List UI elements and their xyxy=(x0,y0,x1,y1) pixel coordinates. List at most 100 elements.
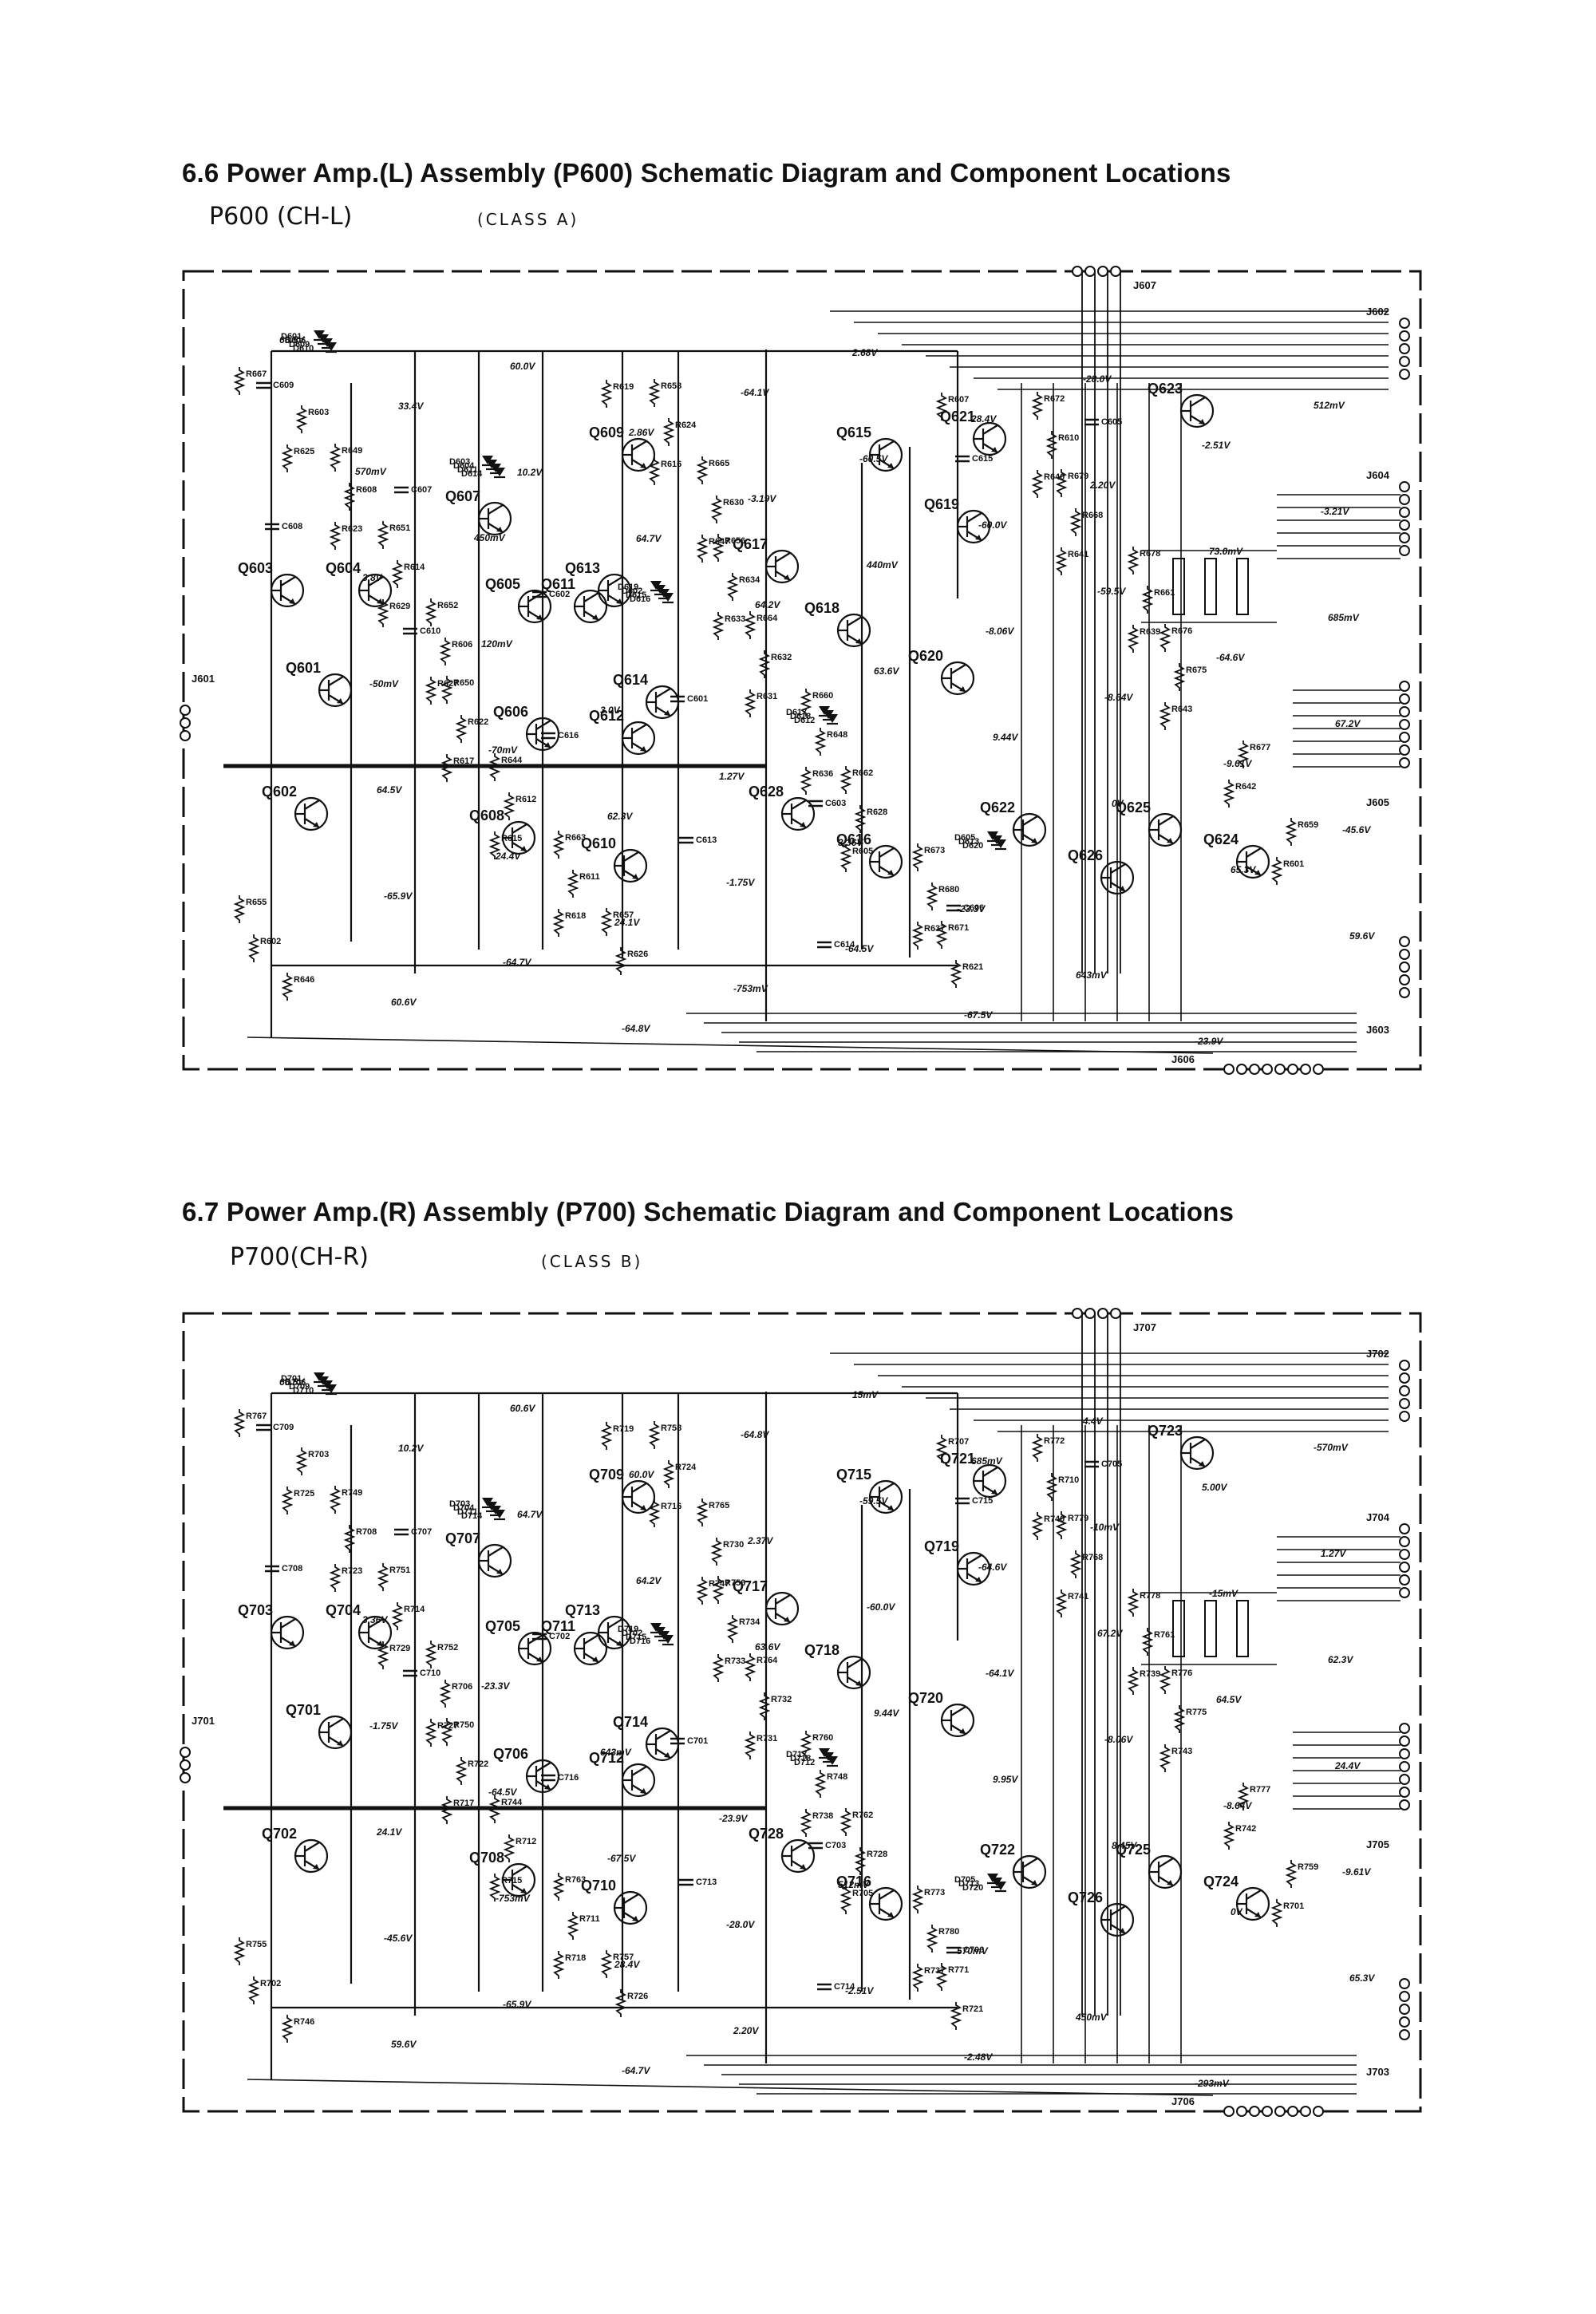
transistor-label: Q724 xyxy=(1203,1874,1238,1890)
resistor-label: R612 xyxy=(516,795,536,804)
capacitor-label: C613 xyxy=(696,835,717,845)
transistor-symbol xyxy=(1012,1854,1047,1890)
connector-pin xyxy=(1287,2106,1298,2117)
capacitor-label: C609 xyxy=(273,381,294,390)
transistor-symbol xyxy=(597,573,632,608)
voltage-annotation: 67.2V xyxy=(1335,718,1361,729)
transistor-symbol xyxy=(1179,1435,1215,1471)
resistor-label: R618 xyxy=(565,911,586,921)
voltage-annotation: 15mV xyxy=(852,1389,879,1400)
resistor-label: R707 xyxy=(948,1437,969,1447)
connector-pin xyxy=(1399,949,1410,960)
resistor-label: R651 xyxy=(389,523,410,533)
resistor-symbol xyxy=(726,573,739,601)
voltage-annotation: -64.8V xyxy=(622,1023,650,1034)
connector-pin xyxy=(1399,1587,1410,1598)
transistor-label: Q619 xyxy=(924,496,959,512)
transistor-symbol xyxy=(501,1862,536,1897)
capacitor-label: C616 xyxy=(558,731,579,740)
resistor-symbol xyxy=(758,1692,771,1720)
resistor-label: R778 xyxy=(1140,1591,1160,1601)
transistor-label: Q626 xyxy=(1068,847,1103,863)
resistor-label: R765 xyxy=(709,1501,729,1510)
resistor-label: R767 xyxy=(246,1412,267,1421)
transistor-symbol xyxy=(270,1615,305,1650)
voltage-annotation: 9.95V xyxy=(993,1774,1018,1785)
connector-pin xyxy=(1399,757,1410,768)
transistor-symbol xyxy=(613,1890,648,1925)
diode-label: D603 xyxy=(449,457,470,467)
resistor-symbol xyxy=(1159,1744,1171,1772)
resistor-label: R668 xyxy=(1082,511,1103,520)
voltage-annotation: 24.4V xyxy=(495,851,521,862)
transistor-symbol xyxy=(517,1631,552,1666)
resistor-label: R764 xyxy=(757,1656,778,1665)
resistor-label: R601 xyxy=(1283,859,1304,869)
transistor-label: Q722 xyxy=(980,1842,1015,1858)
voltage-annotation: -64.8V xyxy=(741,1429,769,1440)
voltage-annotation: 62.3V xyxy=(1328,1654,1353,1665)
resistor-symbol xyxy=(329,444,342,472)
transistor-label: Q723 xyxy=(1148,1423,1183,1439)
connector-pin xyxy=(1287,1064,1298,1075)
voltage-annotation: -2.51V xyxy=(845,1985,874,1996)
capacitor-label: C602 xyxy=(549,590,570,599)
transistor-symbol xyxy=(477,1543,512,1578)
resistor-label: R667 xyxy=(246,369,267,379)
transistor-symbol xyxy=(1235,1886,1270,1921)
power-resistor xyxy=(1204,1600,1217,1657)
resistor-label: R649 xyxy=(342,446,362,456)
resistor-symbol xyxy=(1055,547,1068,575)
transistor-label: Q614 xyxy=(613,672,648,688)
connector-pin xyxy=(1084,266,1096,277)
connector-pin xyxy=(1399,507,1410,518)
resistor-symbol xyxy=(343,483,356,511)
connector-pin xyxy=(1399,1991,1410,2002)
capacitor-label: C603 xyxy=(825,799,846,808)
resistor-label: R650 xyxy=(453,678,474,688)
connector-pin xyxy=(1236,2106,1247,2117)
transistor-symbol xyxy=(294,796,329,831)
voltage-annotation: 10.2V xyxy=(517,467,543,478)
voltage-annotation: -23.3V xyxy=(957,903,986,914)
transistor-symbol xyxy=(1100,860,1135,895)
voltage-annotation: 512mV xyxy=(838,1879,870,1890)
resistor-label: R722 xyxy=(468,1759,488,1769)
resistor-symbol xyxy=(911,1886,924,1913)
voltage-annotation: 60.0V xyxy=(510,361,535,372)
resistor-label: R607 xyxy=(948,395,969,405)
diode-label: D716 xyxy=(630,1637,650,1646)
resistor-symbol xyxy=(926,1925,938,1953)
resistor-symbol xyxy=(1031,1434,1044,1462)
resistor-symbol xyxy=(1223,780,1235,808)
resistor-symbol xyxy=(800,689,812,717)
connector-pin xyxy=(1399,974,1410,985)
diode-symbol xyxy=(827,714,838,723)
connector-pin xyxy=(1399,1748,1410,1759)
resistor-symbol xyxy=(343,1525,356,1553)
resistor-symbol xyxy=(710,1538,723,1566)
connector-pin xyxy=(180,730,191,741)
transistor-symbol xyxy=(1235,844,1270,879)
resistor-label: R634 xyxy=(739,575,760,585)
transistor-label: Q705 xyxy=(485,1618,520,1634)
resistor-symbol xyxy=(552,1951,565,1979)
transistor-label: Q620 xyxy=(908,648,943,664)
resistor-label: R750 xyxy=(453,1720,474,1730)
resistor-label: R603 xyxy=(308,408,329,417)
connector-pin xyxy=(1399,1736,1410,1747)
resistor-label: R712 xyxy=(516,1837,536,1846)
voltage-annotation: -2.51V xyxy=(1202,440,1231,451)
capacitor-label: C703 xyxy=(825,1841,846,1850)
resistor-symbol xyxy=(600,1422,613,1450)
connector-pin xyxy=(180,705,191,716)
transistor-label: Q608 xyxy=(469,808,504,823)
transistor-label: Q710 xyxy=(581,1878,616,1893)
resistor-label: R614 xyxy=(404,563,425,572)
voltage-annotation: 4.4V xyxy=(1082,1416,1104,1427)
resistor-symbol xyxy=(295,405,308,433)
diode-label: D719 xyxy=(618,1625,638,1634)
connector-label: J607 xyxy=(1133,279,1156,291)
resistor-label: R660 xyxy=(812,691,833,701)
resistor-label: R629 xyxy=(389,602,410,611)
